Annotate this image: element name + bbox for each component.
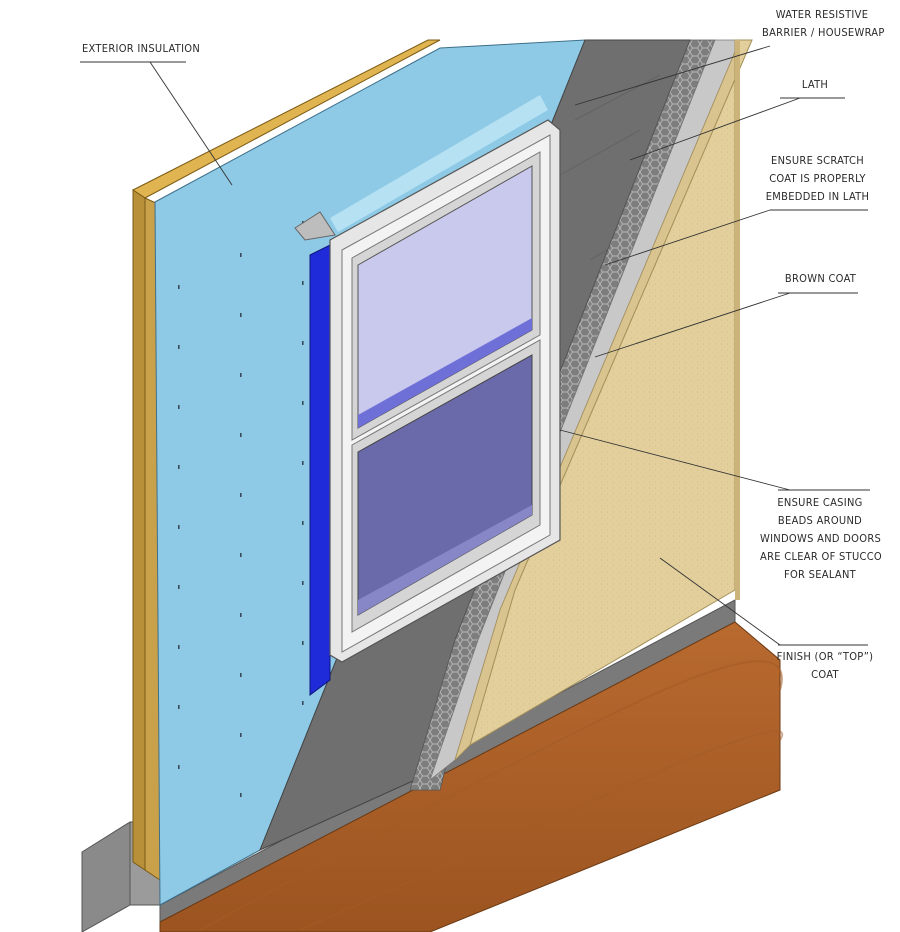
fastener-dot [240, 433, 242, 437]
fastener-dot [178, 405, 180, 409]
label-exterior-insulation: EXTERIOR INSULATION [82, 42, 201, 55]
fastener-dot [178, 465, 180, 469]
fastener-dot [178, 765, 180, 769]
fastener-dot [240, 673, 242, 677]
fastener-dot [302, 641, 304, 645]
insulation-fastener-dots [178, 221, 428, 797]
fastener-dot [240, 793, 242, 797]
fastener-dot [302, 461, 304, 465]
fastener-dot [178, 705, 180, 709]
label-lath: LATH [801, 78, 829, 91]
fastener-dot [240, 553, 242, 557]
label-water-resistive-barrier: WATER RESISTIVE BARRIER / HOUSEWRAP [762, 8, 885, 39]
fastener-dot [178, 345, 180, 349]
double-hung-window [329, 119, 561, 663]
fastener-dot [302, 701, 304, 705]
fastener-dot [178, 285, 180, 289]
window-flashing-tape [294, 211, 336, 696]
ground-soil [159, 621, 784, 932]
fastener-dot [240, 613, 242, 617]
fastener-dot [178, 645, 180, 649]
fastener-dot [178, 585, 180, 589]
label-casing-beads: ENSURE CASING BEADS AROUND WINDOWS AND D… [760, 496, 883, 581]
fastener-dot [302, 341, 304, 345]
fastener-dot [302, 281, 304, 285]
fastener-dot [240, 493, 242, 497]
fastener-dot [240, 733, 242, 737]
fastener-dot [240, 313, 242, 317]
fastener-dot [302, 401, 304, 405]
fastener-dot [302, 581, 304, 585]
label-brown-coat: BROWN COAT [784, 272, 857, 285]
label-scratch-coat: ENSURE SCRATCH COAT IS PROPERLY EMBEDDED… [765, 154, 870, 203]
fastener-dot [178, 525, 180, 529]
fastener-dot [302, 521, 304, 525]
finish-coat-layer [469, 39, 753, 747]
fastener-dot [240, 253, 242, 257]
label-finish-coat: FINISH (OR “TOP”) COAT [776, 650, 874, 681]
leader-lines [80, 45, 870, 646]
fastener-dot [240, 373, 242, 377]
